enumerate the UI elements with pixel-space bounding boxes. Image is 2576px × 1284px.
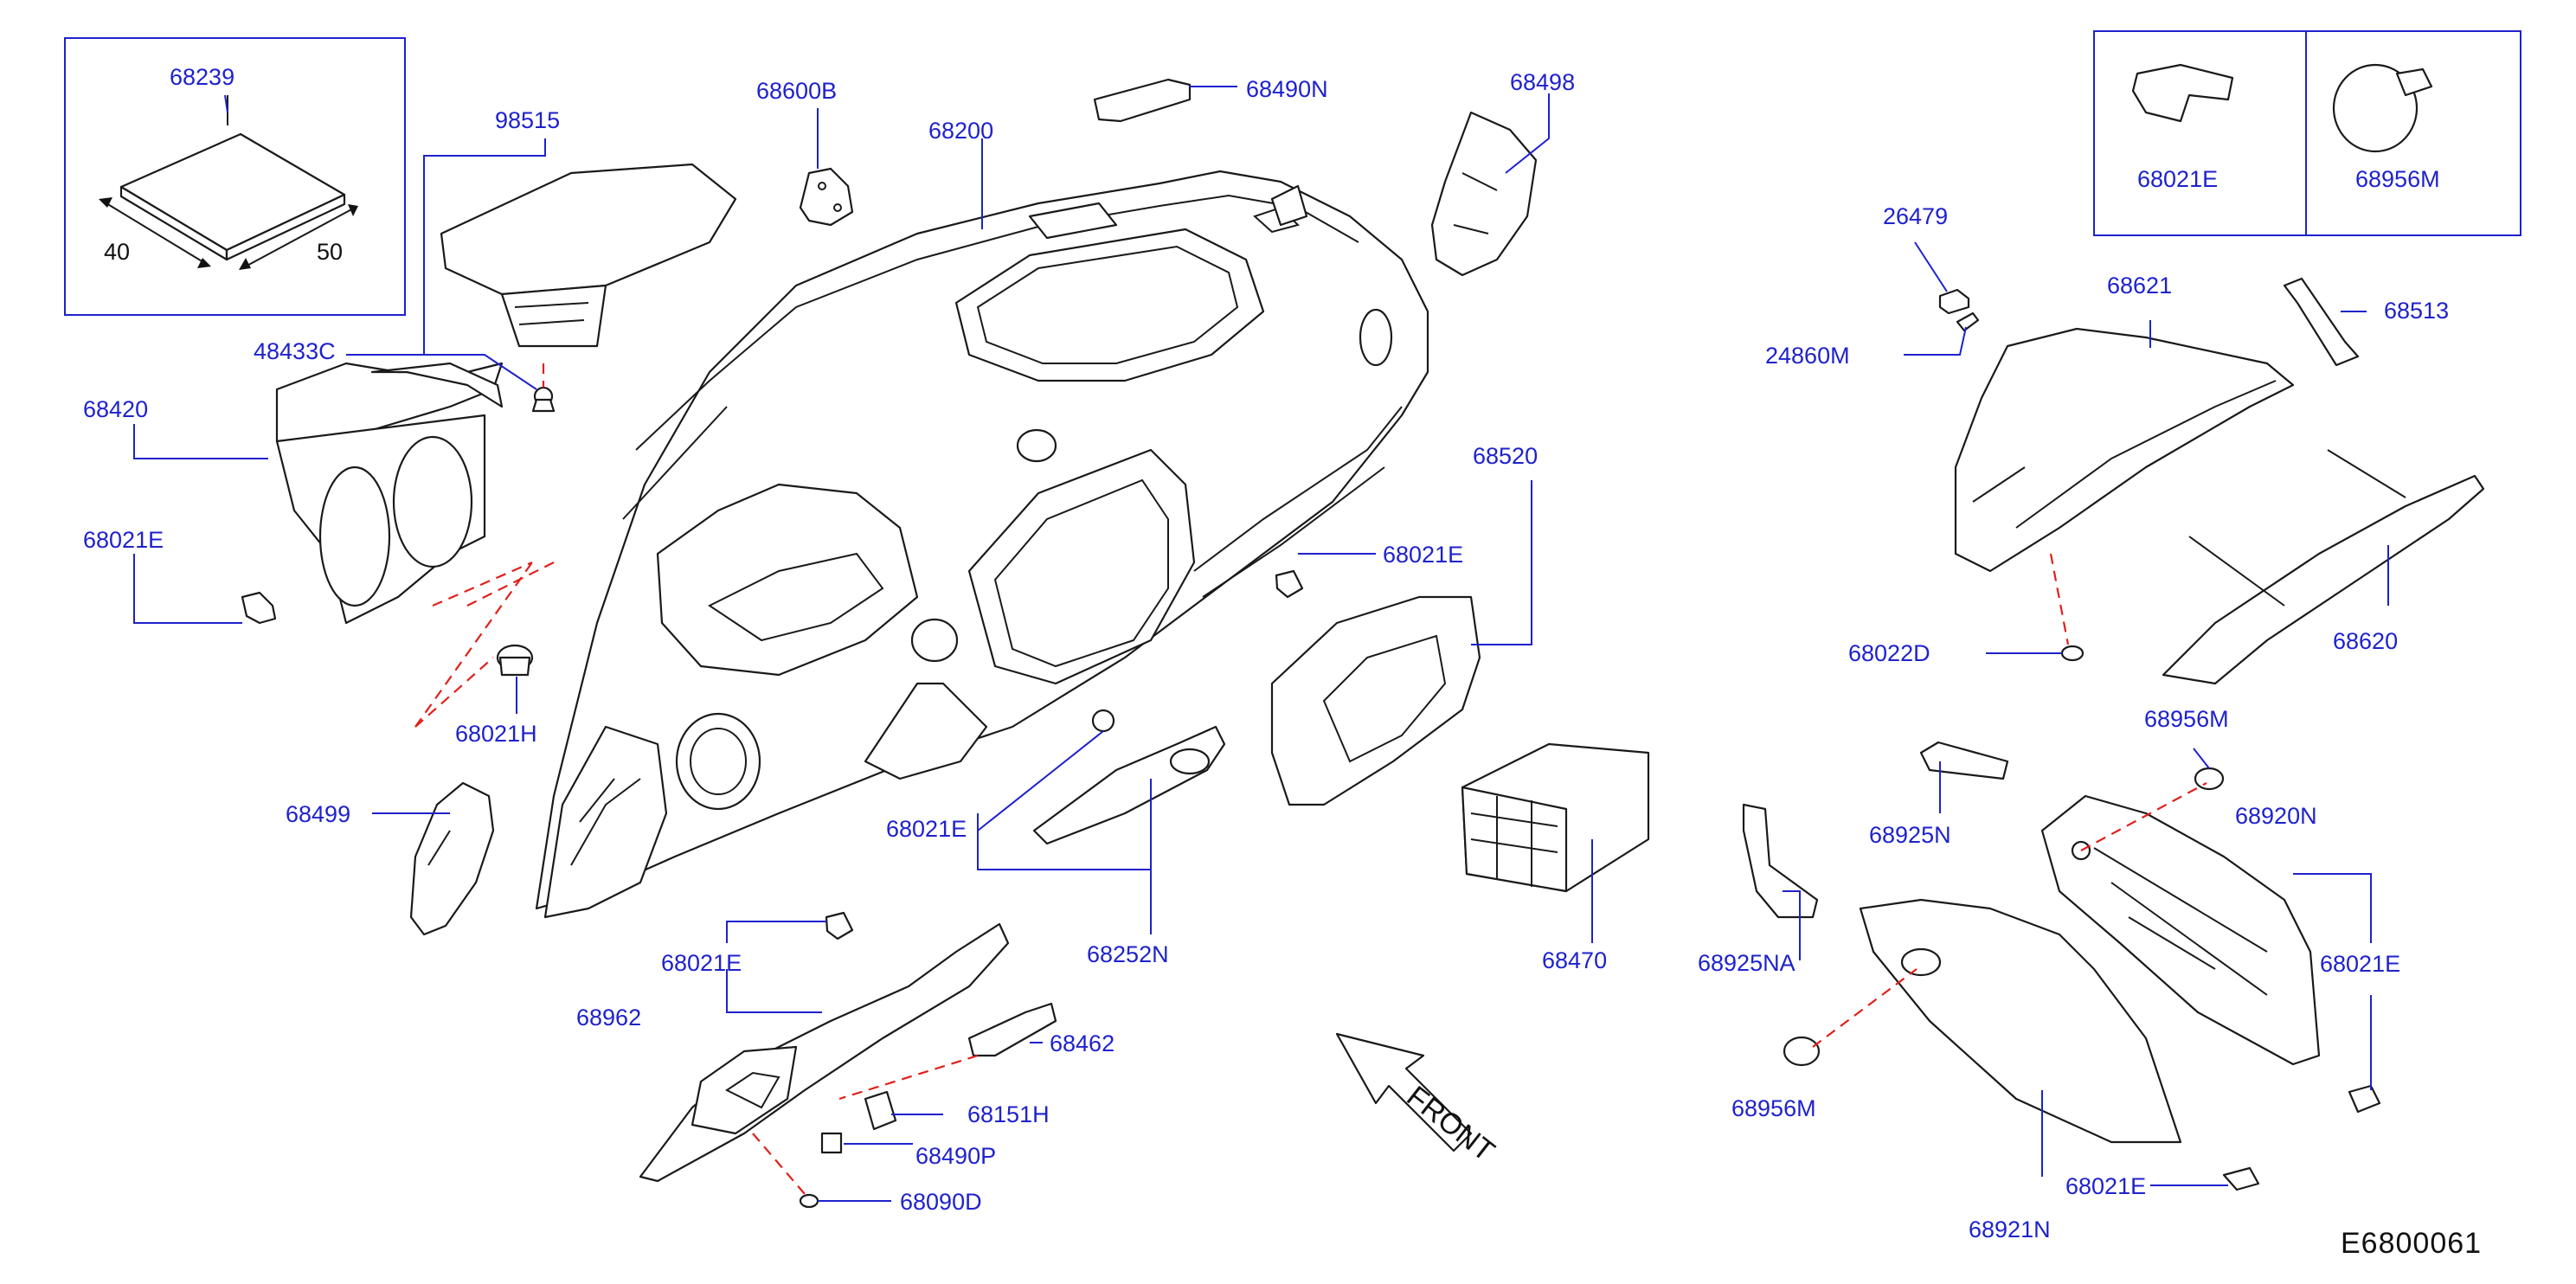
part-label[interactable]: 68921N (1969, 1217, 2051, 1242)
part-label[interactable]: 68021E (83, 527, 164, 553)
part-label[interactable]: 98515 (495, 107, 561, 133)
leader-lines (133, 86, 2389, 1202)
stopper-68513-part (2283, 277, 2360, 367)
diagram-code: E6800061 (2341, 1227, 2483, 1260)
glove-box-68621-part (1954, 327, 2295, 573)
box-68470-part (1461, 742, 1650, 893)
side-cover-68498-part (1430, 111, 1538, 277)
side-cover-68499-part (409, 781, 495, 936)
glove-lid-68620-part (2162, 449, 2485, 685)
part-label[interactable]: 68239 (170, 64, 235, 90)
part-label[interactable]: 68490N (1246, 76, 1328, 102)
part-label[interactable]: 68151H (967, 1101, 1050, 1127)
part-label[interactable]: 68021E (2320, 951, 2401, 977)
inset-box-clips (2093, 30, 2521, 236)
part-label[interactable]: 68021E (661, 950, 742, 976)
clip-68021E-f-part (2222, 1166, 2260, 1191)
cap-68490P-part (820, 1132, 843, 1154)
clip-68151H-part (864, 1090, 897, 1131)
screw-68090D-part (799, 1193, 819, 1209)
part-label[interactable]: 68090D (900, 1189, 982, 1215)
nut-68021H-part (496, 644, 534, 677)
part-label[interactable]: 68498 (1510, 69, 1576, 95)
hidden-lines (414, 363, 2207, 1195)
bracket-68600B-part (799, 167, 854, 227)
mat-68239-part (99, 95, 358, 270)
console-finisher-68962-part (639, 922, 1010, 1183)
panel-68462-part (967, 1002, 1057, 1057)
part-label[interactable]: 26479 (1883, 203, 1949, 229)
part-label[interactable]: 68600B (756, 78, 838, 104)
clip-68021E-d-part (825, 911, 854, 941)
part-label[interactable]: 68490P (915, 1143, 997, 1169)
part-label[interactable]: 68499 (286, 801, 351, 827)
bracket-68925NA-part (1742, 803, 1819, 919)
part-label[interactable]: 68200 (928, 118, 994, 144)
part-label[interactable]: 68021E (886, 816, 967, 842)
inset-grommet-68956M-part (2332, 63, 2433, 153)
cap-26479-part (1938, 288, 1970, 315)
part-label[interactable]: 68021E (2137, 166, 2219, 192)
bulb-24860M-part (1956, 311, 1980, 332)
grommet-68956M-a-part (2194, 767, 2225, 791)
inset-box-68239 (64, 37, 406, 316)
cluster-lid-68420-part (275, 362, 504, 625)
inset-clip-68021E-part (2131, 63, 2234, 123)
part-label[interactable]: 68925NA (1698, 950, 1795, 976)
part-label[interactable]: 68956M (2355, 166, 2440, 192)
part-label[interactable]: 68513 (2384, 298, 2450, 324)
screw-68022D-part (2060, 645, 2085, 662)
part-label[interactable]: 68021E (1383, 542, 1464, 568)
part-label[interactable]: 68962 (576, 1005, 642, 1030)
finisher-68520-part (1270, 595, 1481, 806)
instrument-panel-68200-part (535, 170, 1429, 919)
part-label[interactable]: 68021E (2065, 1173, 2147, 1199)
part-label[interactable]: 68021H (455, 721, 537, 747)
clip-68021E-c-part (1275, 569, 1304, 599)
part-label[interactable]: 68925N (1869, 822, 1951, 848)
part-label[interactable]: 68252N (1087, 941, 1169, 967)
dimension-width: 40 (104, 239, 131, 265)
part-label[interactable]: 48433C (254, 338, 336, 364)
part-label[interactable]: 68420 (83, 396, 149, 422)
part-label[interactable]: 68462 (1050, 1030, 1115, 1056)
part-label[interactable]: 68956M (2144, 706, 2229, 732)
grommet-68956M-b-part (1783, 1036, 1821, 1067)
bracket-68925N-part (1919, 741, 2009, 780)
lower-cover-68921N-part (1859, 898, 2182, 1144)
part-label[interactable]: 68621 (2107, 273, 2173, 299)
part-label[interactable]: 68920N (2235, 803, 2317, 829)
lower-cover-68252N-part (1032, 709, 1226, 845)
part-label[interactable]: 68520 (1473, 443, 1539, 469)
part-label[interactable]: 24860M (1765, 343, 1850, 369)
part-label[interactable]: 68022D (1848, 640, 1930, 666)
part-label[interactable]: 68620 (2333, 628, 2399, 654)
airbag-98515-part (440, 163, 737, 413)
front-arrow-icon (1335, 1032, 1473, 1152)
part-label[interactable]: 68470 (1542, 947, 1608, 973)
clip-68021E-left-part (241, 591, 277, 625)
dimension-length: 50 (317, 239, 344, 265)
clip-68021E-e-part (2348, 1084, 2381, 1114)
lid-68490N-part (1093, 78, 1192, 123)
part-label[interactable]: 68956M (1731, 1095, 1816, 1121)
